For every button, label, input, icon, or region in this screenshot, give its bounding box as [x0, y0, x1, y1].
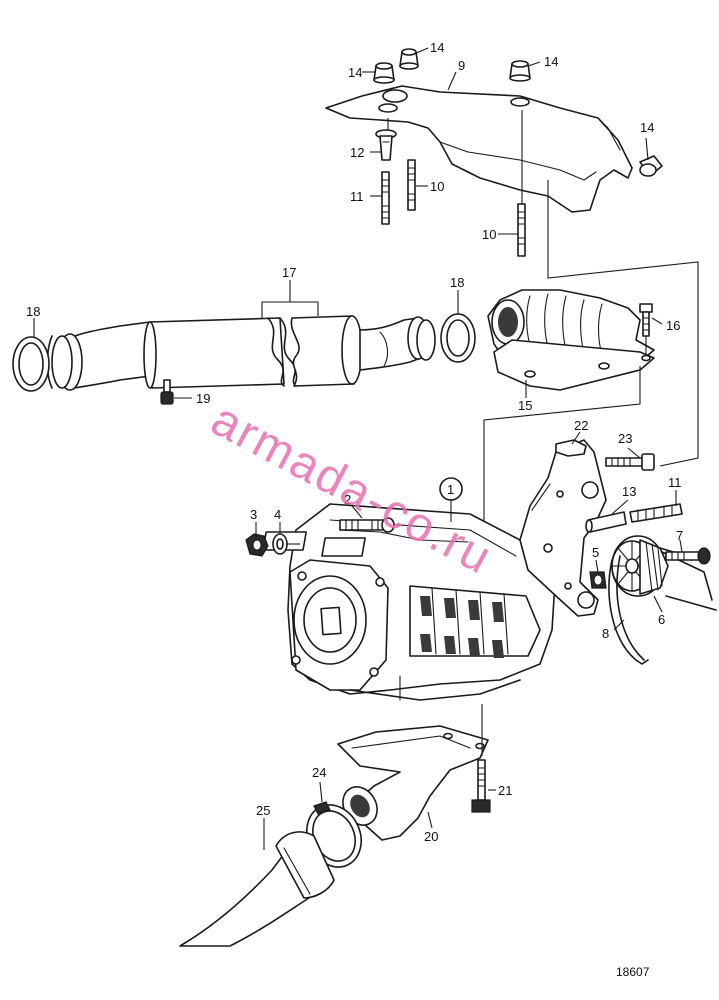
spacer-5 [589, 571, 607, 589]
callout-7: 7 [676, 528, 683, 543]
bolt-21 [471, 759, 491, 813]
spacer-12 [375, 129, 397, 161]
callout-18-left: 18 [26, 304, 40, 319]
stud-11-right [629, 503, 683, 523]
callout-14-c: 14 [544, 54, 558, 69]
intake-pipe [46, 315, 436, 391]
callout-3: 3 [250, 507, 257, 522]
stud-2 [339, 517, 395, 533]
callout-24: 24 [312, 765, 326, 780]
drive-belt-8 [608, 547, 717, 665]
tab-22 [555, 439, 587, 457]
callout-11-top: 11 [350, 189, 364, 204]
callout-17: 17 [282, 265, 296, 280]
nut-14-c [509, 60, 531, 82]
callout-16: 16 [666, 318, 680, 333]
hose-25 [179, 831, 335, 947]
callout-13: 13 [622, 484, 636, 499]
callout-8: 8 [602, 626, 609, 641]
callout-15: 15 [518, 398, 532, 413]
bolt-23 [605, 453, 655, 471]
callout-5: 5 [592, 545, 599, 560]
callout-4: 4 [274, 507, 281, 522]
nut-3 [245, 533, 269, 557]
stud-11-top [381, 171, 390, 225]
stud-10-top-b [517, 203, 526, 257]
seal-ring-18-right [440, 313, 476, 363]
callout-21: 21 [498, 783, 512, 798]
seal-ring-18-left [12, 336, 50, 392]
callout-12: 12 [350, 145, 364, 160]
callout-22: 22 [574, 418, 588, 433]
nut-14-b [399, 48, 419, 70]
stud-10-top-a [407, 159, 416, 211]
callout-14-b: 14 [430, 40, 444, 55]
supercharger-body [262, 503, 557, 701]
callout-10-top-b: 10 [482, 227, 496, 242]
callout-10-top-a: 10 [430, 179, 444, 194]
sleeve-13 [585, 511, 627, 533]
callout-2: 2 [344, 492, 351, 507]
callout-23: 23 [618, 431, 632, 446]
bolt-7 [665, 547, 711, 565]
callout-14-a: 14 [348, 65, 362, 80]
callout-19: 19 [196, 391, 210, 406]
pulley-bracket [519, 439, 607, 617]
callout-25: 25 [256, 803, 270, 818]
air-housing [487, 289, 655, 391]
bracket-plate [325, 85, 633, 213]
callout-1: 1 [447, 482, 454, 497]
callout-6: 6 [658, 612, 665, 627]
washer-4 [272, 533, 288, 555]
callout-20: 20 [424, 829, 438, 844]
callout-14-d: 14 [640, 120, 654, 135]
callout-11-right: 11 [668, 475, 682, 490]
pulley-6 [611, 535, 669, 597]
callout-18-right: 18 [450, 275, 464, 290]
bolt-16 [639, 303, 653, 337]
plug-19 [160, 379, 174, 405]
figure-number: 18607 [616, 965, 650, 979]
callout-9: 9 [458, 58, 465, 73]
outlet-elbow-20 [337, 725, 489, 841]
nut-14-a [373, 62, 395, 84]
nut-14-d [639, 155, 663, 177]
